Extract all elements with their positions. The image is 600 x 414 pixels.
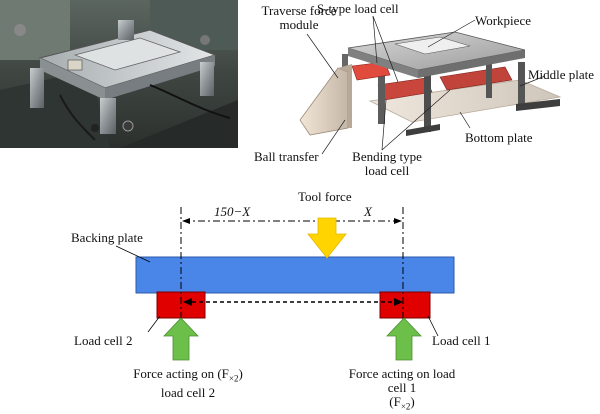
force-left-tail: ): [238, 366, 243, 381]
fixture-photo-drawing: [0, 0, 238, 148]
traverse-force-module-label: Traverse force module: [240, 4, 358, 32]
force-right-line2: cell 1: [387, 380, 417, 395]
ball-transfer-label: Ball transfer: [254, 149, 319, 164]
force-left-line2: load cell 2: [160, 384, 216, 400]
bending-type-load-cell-label: Bending type load cell: [341, 150, 433, 178]
load-cell-2-label: Load cell 2: [74, 333, 133, 348]
dimension-right-label: X: [364, 204, 372, 219]
s-type-load-cell-label: S-type load cell: [317, 1, 399, 16]
tool-force-label: Tool force: [298, 189, 352, 204]
backing-plate-label: Backing plate: [71, 230, 143, 245]
force-right-post: ): [410, 394, 415, 409]
force-left-text: Force acting on (F: [133, 366, 229, 381]
force-right-pre: (F: [389, 394, 401, 409]
force-right-line3: (F×2): [332, 395, 472, 414]
reaction-arrow-left: [163, 317, 199, 361]
dimension-left-label: 150−X: [214, 204, 251, 219]
ball-transfer-wedge: [299, 67, 349, 136]
middle-plate-label: Middle plate: [528, 67, 595, 82]
bending-type-load-cell-text: Bending type load cell: [352, 149, 422, 178]
reaction-arrow-right: [386, 317, 422, 361]
fixture-photo: [0, 0, 238, 148]
force-right-caption: Force acting on load cell 1 (F×2): [332, 367, 472, 414]
traverse-force-module-text: Traverse force module: [261, 3, 337, 32]
load-cell-1-label: Load cell 1: [432, 333, 491, 348]
force-left-caption: Force acting on (F×2) load cell 2: [118, 367, 258, 400]
force-left-subscript: ×2: [228, 373, 239, 384]
tool-force-arrow: [307, 217, 347, 259]
workpiece-label: Workpiece: [475, 13, 531, 28]
backing-plate-bar: [135, 256, 455, 294]
force-right-line1: Force acting on load: [348, 366, 456, 381]
workpiece-shape: [394, 36, 471, 55]
bending-load-cell-shape: [439, 66, 513, 91]
load-cell-1-block: [379, 291, 431, 319]
force-left-line1: Force acting on (F×2): [118, 367, 258, 386]
bottom-plate-label: Bottom plate: [465, 130, 533, 145]
force-right-subscript: ×2: [400, 401, 411, 412]
bottom-plate-shape: [368, 79, 562, 123]
